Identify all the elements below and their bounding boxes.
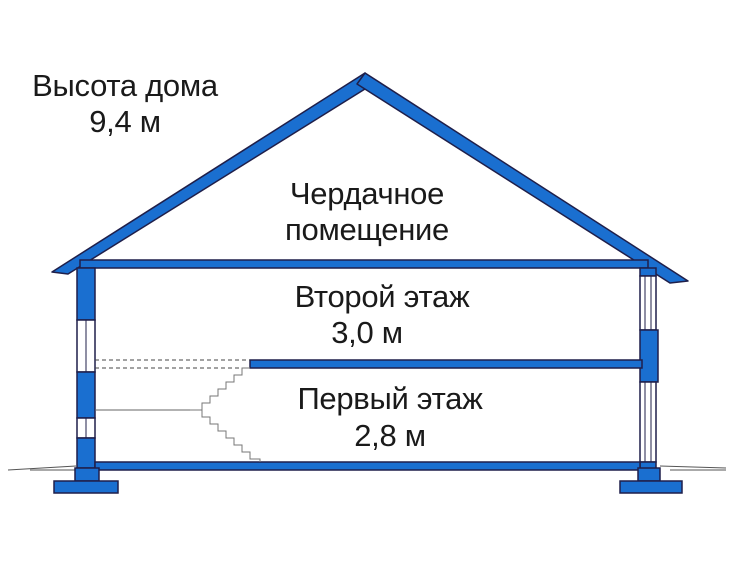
roof [51, 72, 689, 284]
staircase [95, 367, 261, 462]
right-wall [639, 267, 659, 479]
stair-opening-dashed [95, 359, 250, 369]
house-height-label: Высота дома [32, 68, 219, 103]
second-floor-height: 3,0 м [331, 315, 403, 350]
foundations [53, 467, 683, 494]
right-footing [637, 467, 661, 482]
roof-right-slope [356, 72, 689, 284]
left-wall [76, 267, 96, 469]
attic-label-line2: помещение [285, 212, 449, 247]
attic-label-line1: Чердачное [290, 176, 444, 211]
second-floor-name: Второй этаж [295, 279, 470, 314]
left-footing [74, 467, 100, 482]
second-floor-slab [249, 359, 643, 369]
first-floor-height: 2,8 м [354, 418, 426, 453]
left-footing-base [53, 480, 119, 494]
house-height-value: 9,4 м [89, 104, 161, 139]
right-footing-base [619, 480, 683, 494]
first-floor-name: Первый этаж [297, 381, 483, 416]
attic-floor-slab [79, 259, 649, 269]
ground-lines [7, 465, 727, 471]
ground-floor-slab [94, 461, 641, 471]
